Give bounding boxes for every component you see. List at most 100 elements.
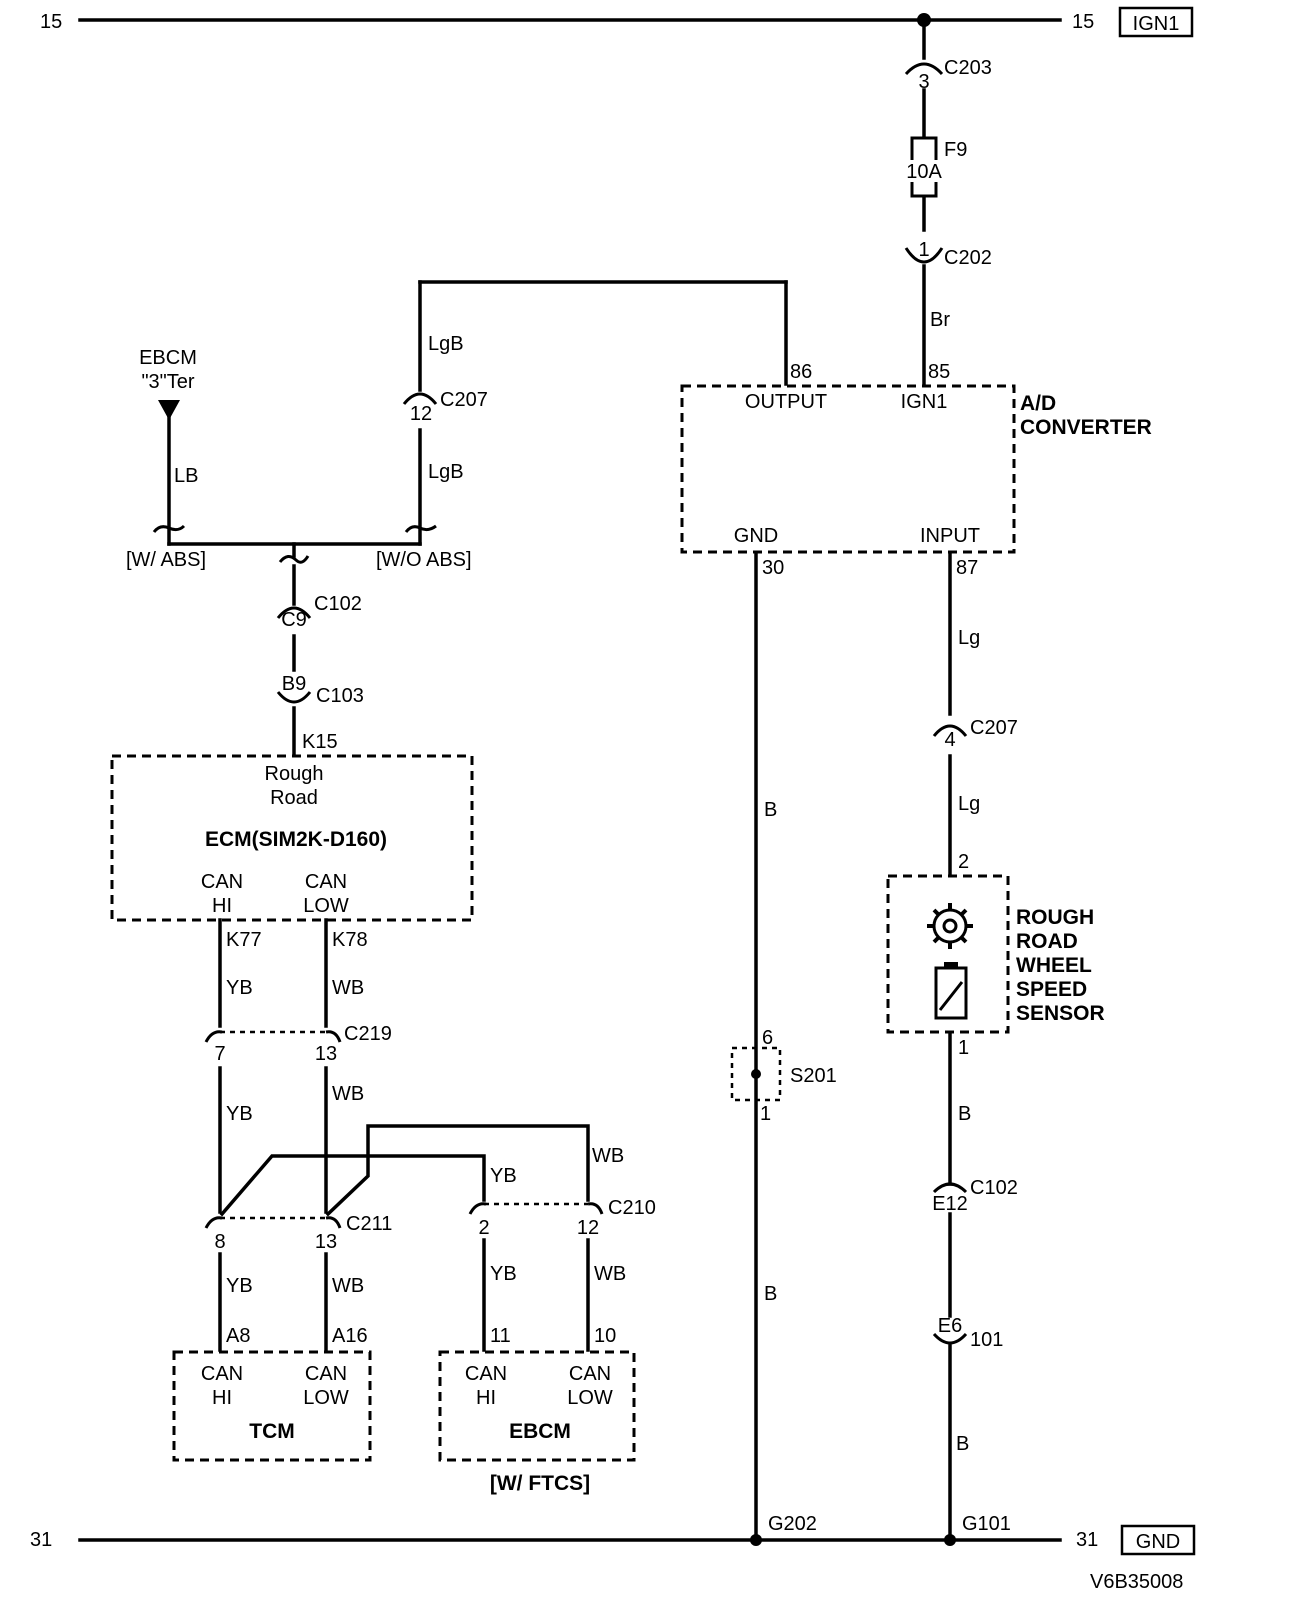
c102-right-label: C102 xyxy=(970,1177,1018,1199)
c102-left-connector xyxy=(276,606,312,619)
fuse-f9-name: F9 xyxy=(944,139,967,161)
s201-label: S201 xyxy=(790,1065,837,1087)
ad-ign1-label: IGN1 xyxy=(901,391,948,413)
c210-pin-12: 12 xyxy=(577,1217,599,1239)
tcm-canlow-line1: CAN xyxy=(305,1363,347,1385)
c101-pin: E6 xyxy=(938,1315,962,1337)
ecm-module xyxy=(110,754,474,922)
c202-connector xyxy=(904,247,944,264)
c210-label: C210 xyxy=(608,1197,656,1219)
c211-pin-13: 13 xyxy=(315,1231,337,1253)
c211-label: C211 xyxy=(346,1213,392,1235)
sensor-name-line5: SENSOR xyxy=(1016,1002,1105,1025)
wire-b-gnd-2-label: B xyxy=(764,1283,777,1305)
sensor-pin-2: 2 xyxy=(958,851,969,873)
c210-hook-a xyxy=(468,1202,487,1215)
wire-wb-branch xyxy=(325,1124,590,1217)
tcm-name: TCM xyxy=(249,1420,295,1443)
c219-pin-13: 13 xyxy=(315,1043,337,1065)
ecm-pin-k15: K15 xyxy=(302,731,338,753)
ad-pin-86: 86 xyxy=(790,361,812,383)
g101-label: G101 xyxy=(962,1513,1011,1535)
tcm-canhi-line2: HI xyxy=(212,1387,232,1409)
ebcm-canlow-line2: LOW xyxy=(567,1387,613,1409)
c203-connector xyxy=(904,62,944,76)
c211-hook-a xyxy=(204,1216,223,1229)
wire-wb-3-label: WB xyxy=(592,1145,624,1167)
ad-pin-85: 85 xyxy=(928,361,950,383)
ad-pin-30: 30 xyxy=(762,557,784,579)
rail-31-left-label: 31 xyxy=(30,1529,52,1551)
with-abs-label: [W/ ABS] xyxy=(126,549,206,571)
tcm-pin-a8: A8 xyxy=(226,1325,250,1347)
c210-pin-2: 2 xyxy=(478,1217,489,1239)
s201-pin-6: 6 xyxy=(762,1027,773,1049)
wire-wb-5-label: WB xyxy=(594,1263,626,1285)
c207-right-pin: 4 xyxy=(944,729,955,751)
fuse-f9-label-bg xyxy=(906,160,946,182)
ecm-func-line2: Road xyxy=(270,787,318,809)
wire-yb-4-label: YB xyxy=(226,1275,253,1297)
wire-lg-1-label: Lg xyxy=(958,627,980,649)
ebcm-module xyxy=(438,1350,636,1462)
ecm-canlow-line2: LOW xyxy=(303,895,349,917)
gnd-tag-box xyxy=(1120,1524,1196,1556)
c207-top-label: C207 xyxy=(440,389,488,411)
rail-15-left-label: 15 xyxy=(40,11,62,33)
s201-pin-1: 1 xyxy=(760,1103,771,1125)
fuse-f9-rating: 10A xyxy=(906,161,942,183)
gear-icon xyxy=(927,903,973,949)
ad-gnd-label: GND xyxy=(734,525,778,547)
sensor-name-line1: ROUGH xyxy=(1016,906,1094,929)
battery-icon xyxy=(934,962,968,1020)
wire-wb-2-label: WB xyxy=(332,1083,364,1105)
wire-wb-4-label: WB xyxy=(332,1275,364,1297)
ebcm-ref-line2: "3"Ter xyxy=(141,371,194,393)
gnd-tag: GND xyxy=(1136,1531,1180,1553)
c211-pin-8: 8 xyxy=(214,1231,225,1253)
c219-hook-a xyxy=(204,1030,223,1043)
s201-splice-box xyxy=(730,1046,782,1102)
c219-label: C219 xyxy=(344,1023,392,1045)
ad-input-label: INPUT xyxy=(920,525,980,547)
c102-left-label: C102 xyxy=(314,593,362,615)
ad-converter-name-2: CONVERTER xyxy=(1020,416,1152,439)
tcm-module xyxy=(172,1350,372,1462)
ign1-tag-box xyxy=(1118,6,1194,38)
ecm-canlow-line1: CAN xyxy=(305,871,347,893)
wire-yb-3-label: YB xyxy=(490,1165,517,1187)
rough-road-sensor xyxy=(886,874,1010,1034)
c219-pin-7: 7 xyxy=(214,1043,225,1065)
c219-hook-b xyxy=(325,1030,342,1043)
wire-lgb-1-label: LgB xyxy=(428,333,464,355)
c210-hook-b xyxy=(587,1202,604,1215)
ebcm-pin-11: 11 xyxy=(490,1325,511,1347)
ecm-pin-k77: K77 xyxy=(226,929,262,951)
g202-label: G202 xyxy=(768,1513,817,1535)
ecm-name: ECM(SIM2K-D160) xyxy=(205,828,387,851)
ebcm-name: EBCM xyxy=(509,1420,571,1443)
ad-output-label: OUTPUT xyxy=(745,391,827,413)
tcm-canlow-line2: LOW xyxy=(303,1387,349,1409)
wire-yb-1-label: YB xyxy=(226,977,253,999)
ebcm-canhi-line1: CAN xyxy=(465,1363,507,1385)
wire-lg-2-label: Lg xyxy=(958,793,980,815)
c207-top-pin: 12 xyxy=(410,403,432,425)
c102-right-pin: E12 xyxy=(932,1193,968,1215)
c103-pin: B9 xyxy=(282,673,306,695)
figure-id: V6B35008 xyxy=(1090,1571,1183,1593)
wire-yb-2-label: YB xyxy=(226,1103,253,1125)
rail-15-right-label: 15 xyxy=(1072,11,1094,33)
ecm-canhi-line1: CAN xyxy=(201,871,243,893)
rail-31-right-label: 31 xyxy=(1076,1529,1098,1551)
wire-yb-5-label: YB xyxy=(490,1263,517,1285)
ad-converter-module xyxy=(680,384,1016,554)
sensor-name-line2: ROAD xyxy=(1016,930,1078,953)
sensor-pin-1: 1 xyxy=(958,1037,969,1059)
ebcm-pin-10: 10 xyxy=(594,1325,616,1347)
abs-merge-break xyxy=(278,555,310,564)
c103-connector xyxy=(276,691,312,704)
c102-right-connector xyxy=(932,1182,968,1194)
c207-right-label: C207 xyxy=(970,717,1018,739)
